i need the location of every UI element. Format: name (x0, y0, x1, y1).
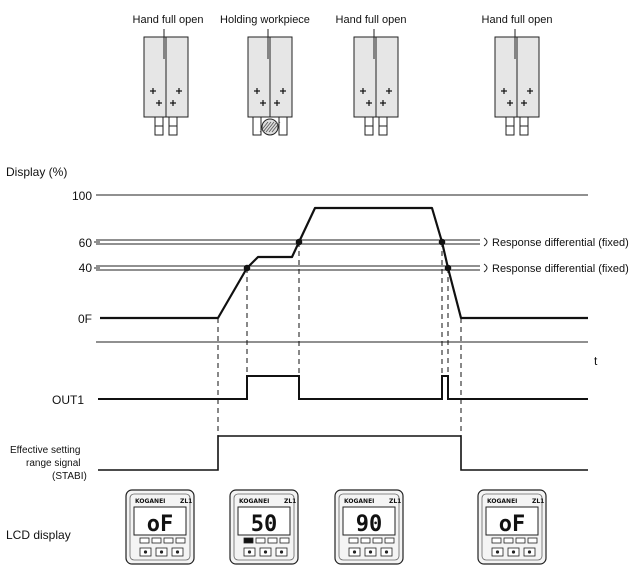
lcd-indicator (372, 537, 383, 544)
lcd-indicator (279, 537, 290, 544)
level-ticks (94, 241, 100, 269)
time-label: t (594, 354, 598, 368)
level-100-label: 100 (72, 189, 92, 203)
lcd-key-mark (511, 550, 516, 554)
stabi-label-line-3: (STABI) (52, 471, 87, 482)
lcd-key-mark (263, 550, 268, 554)
lcd-indicator (255, 537, 266, 544)
lcd-reading: 50 (251, 512, 278, 537)
workpiece-hatch (271, 121, 281, 133)
lcd-screen (342, 506, 396, 536)
lcd-brand-logo: KOGANEI (135, 498, 165, 505)
lcd-panel: KOGANEI ZL1 90 (334, 489, 404, 565)
level-40-label: 40 (79, 261, 93, 275)
lcd-key-mark (143, 550, 148, 554)
lcd-reading: 90 (356, 512, 383, 537)
gripper-open-icon (353, 29, 399, 136)
workpiece-hatch (259, 121, 269, 133)
lcd-indicator (267, 537, 278, 544)
lcd-key-mark (495, 550, 500, 554)
lcd-indicator (348, 537, 359, 544)
lcd-indicator (163, 537, 174, 544)
lcd-panel: KOGANEI ZL1 50 (229, 489, 299, 565)
state-label-1: Hand full open (133, 14, 204, 26)
level-60-label: 60 (79, 236, 93, 250)
out1-waveform (98, 375, 588, 400)
lcd-model-label: ZL1 (180, 498, 192, 505)
gripper-jaw-left (252, 116, 262, 136)
level-lines (96, 194, 588, 343)
state-label-3: Hand full open (336, 14, 407, 26)
lcd-model-label: ZL1 (284, 498, 296, 505)
lcd-key-mark (368, 550, 373, 554)
stabi-waveform (98, 435, 588, 471)
lcd-key-mark (527, 550, 532, 554)
state-label-4: Hand full open (482, 14, 553, 26)
lcd-screen (237, 506, 291, 536)
response-note-60: Response differential (fixed) (492, 237, 629, 249)
display-axis-label: Display (%) (6, 165, 67, 179)
level-0f-label: 0F (78, 312, 92, 326)
gripper-open-icon (494, 29, 540, 136)
lcd-panel: KOGANEI ZL1 oF (125, 489, 195, 565)
out1-label: OUT1 (52, 393, 84, 407)
lcd-brand-logo: KOGANEI (487, 498, 517, 505)
lcd-key-mark (352, 550, 357, 554)
lcd-screen (133, 506, 187, 536)
lcd-bezel (338, 493, 400, 561)
lcd-bezel (129, 493, 191, 561)
stabi-label-line-2: range signal (26, 458, 80, 469)
lcd-panel: KOGANEI ZL1 oF (477, 489, 547, 565)
bracket-60 (483, 237, 488, 247)
workpiece-hatch (265, 121, 275, 133)
lcd-model-label: ZL1 (389, 498, 401, 505)
lcd-indicator (527, 537, 538, 544)
lcd-indicator (515, 537, 526, 544)
lcd-reading: oF (499, 512, 526, 537)
lcd-indicator (503, 537, 514, 544)
lcd-display-label: LCD display (6, 528, 71, 542)
lcd-indicator (175, 537, 186, 544)
display-waveform (100, 206, 588, 320)
gripper-open-icon (143, 29, 189, 136)
lcd-reading: oF (147, 512, 174, 537)
lcd-bezel (233, 493, 295, 561)
event-guides (217, 242, 462, 470)
lcd-key-mark (247, 550, 252, 554)
lcd-indicator (360, 537, 371, 544)
workpiece-hatch (268, 121, 278, 133)
lcd-bezel (481, 493, 543, 561)
lcd-key-mark (175, 550, 180, 554)
lcd-key-mark (159, 550, 164, 554)
response-brackets (483, 237, 488, 273)
lcd-brand-logo: KOGANEI (344, 498, 374, 505)
lcd-key-mark (279, 550, 284, 554)
workpiece-hatch (262, 121, 272, 133)
response-note-40: Response differential (fixed) (492, 263, 629, 275)
lcd-indicator (243, 537, 254, 544)
lcd-indicator (491, 537, 502, 544)
state-label-2: Holding workpiece (220, 14, 310, 26)
lcd-indicator (151, 537, 162, 544)
lcd-model-label: ZL1 (532, 498, 544, 505)
lcd-screen (485, 506, 539, 536)
gripper-holding-icon (247, 29, 293, 136)
stabi-label-line-1: Effective setting (10, 445, 80, 456)
lcd-key-mark (384, 550, 389, 554)
bracket-40 (483, 263, 488, 273)
lcd-indicator (384, 537, 395, 544)
lcd-brand-logo: KOGANEI (239, 498, 269, 505)
lcd-indicator (139, 537, 150, 544)
gripper-jaw-right (278, 116, 288, 136)
